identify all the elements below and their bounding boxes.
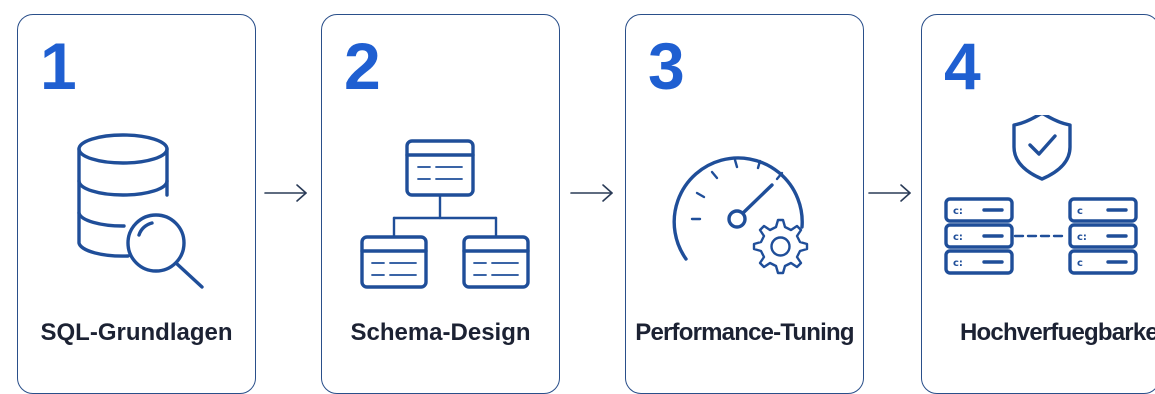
speedometer-gear-icon [672, 156, 809, 275]
server-label: c: [1077, 232, 1087, 243]
step-card-3: 3 Performance-Tuning [625, 14, 864, 394]
step-number: 1 [40, 29, 77, 103]
step-label: SQL-Grundlagen [40, 319, 233, 346]
database-search-icon [77, 133, 204, 289]
server-label: c [1077, 258, 1083, 269]
arrow-right-icon [570, 184, 613, 202]
server-label: c: [953, 206, 963, 217]
step-card-1: 1 SQL-Grundlagen [17, 14, 256, 394]
step-number: 2 [344, 29, 381, 103]
server-label: c: [953, 258, 963, 269]
server-label: c [1077, 206, 1083, 217]
step-number: 3 [648, 29, 685, 103]
shield-replicated-servers-icon: c: c: c: c c: c [944, 115, 1138, 275]
arrow-right-icon [264, 184, 307, 202]
step-label: Hochverfuegbarkeit [960, 319, 1155, 346]
server-label: c: [953, 232, 963, 243]
step-card-4: 4 c: c: c: c c: c Hochverfuegbarkeit [921, 14, 1155, 394]
step-number: 4 [944, 29, 981, 103]
step-label: Performance-Tuning [635, 319, 854, 346]
step-label: Schema-Design [350, 319, 531, 346]
schema-hierarchy-icon [360, 139, 530, 289]
step-card-2: 2 Schema-Design [321, 14, 560, 394]
arrow-right-icon [868, 184, 911, 202]
